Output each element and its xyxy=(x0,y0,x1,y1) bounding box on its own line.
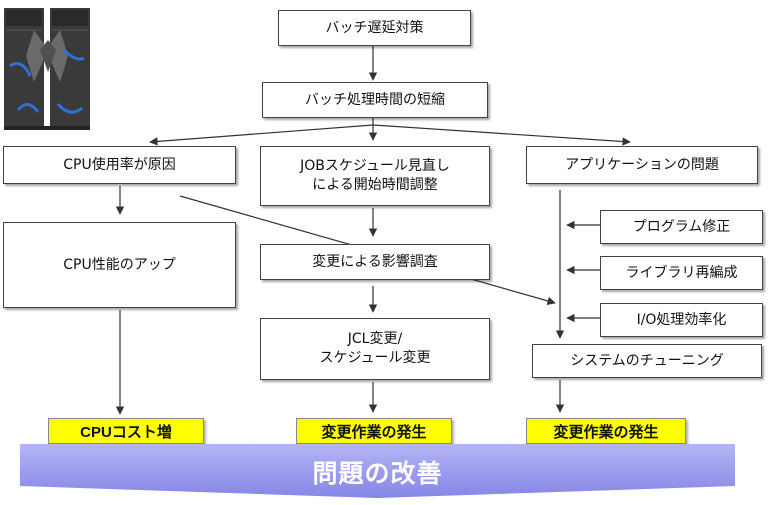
job-change-box: JCL変更/ スケジュール変更 xyxy=(260,318,490,380)
job-impact-box: 変更による影響調査 xyxy=(260,244,490,280)
job-result-label: 変更作業の発生 xyxy=(296,418,452,444)
banner-title: 問題の改善 xyxy=(312,459,443,488)
cpu-action-box: CPU性能のアップ xyxy=(3,222,236,308)
cpu-result-label: CPUコスト増 xyxy=(48,418,204,444)
app-result-label: 変更作業の発生 xyxy=(526,418,686,444)
app-fix-box: ライブラリ再編成 xyxy=(600,256,763,290)
app-tuning-box: システムのチューニング xyxy=(532,344,762,378)
level2-box: バッチ処理時間の短縮 xyxy=(262,82,488,118)
app-cause-box: アプリケーションの問題 xyxy=(526,146,758,184)
job-cause-box: JOBスケジュール見直し による開始時間調整 xyxy=(260,146,490,206)
app-fix-box: I/O処理効率化 xyxy=(600,303,763,337)
root-box: バッチ遅延対策 xyxy=(278,10,471,46)
app-fix-box: プログラム修正 xyxy=(600,210,763,244)
cpu-cause-box: CPU使用率が原因 xyxy=(3,146,236,184)
